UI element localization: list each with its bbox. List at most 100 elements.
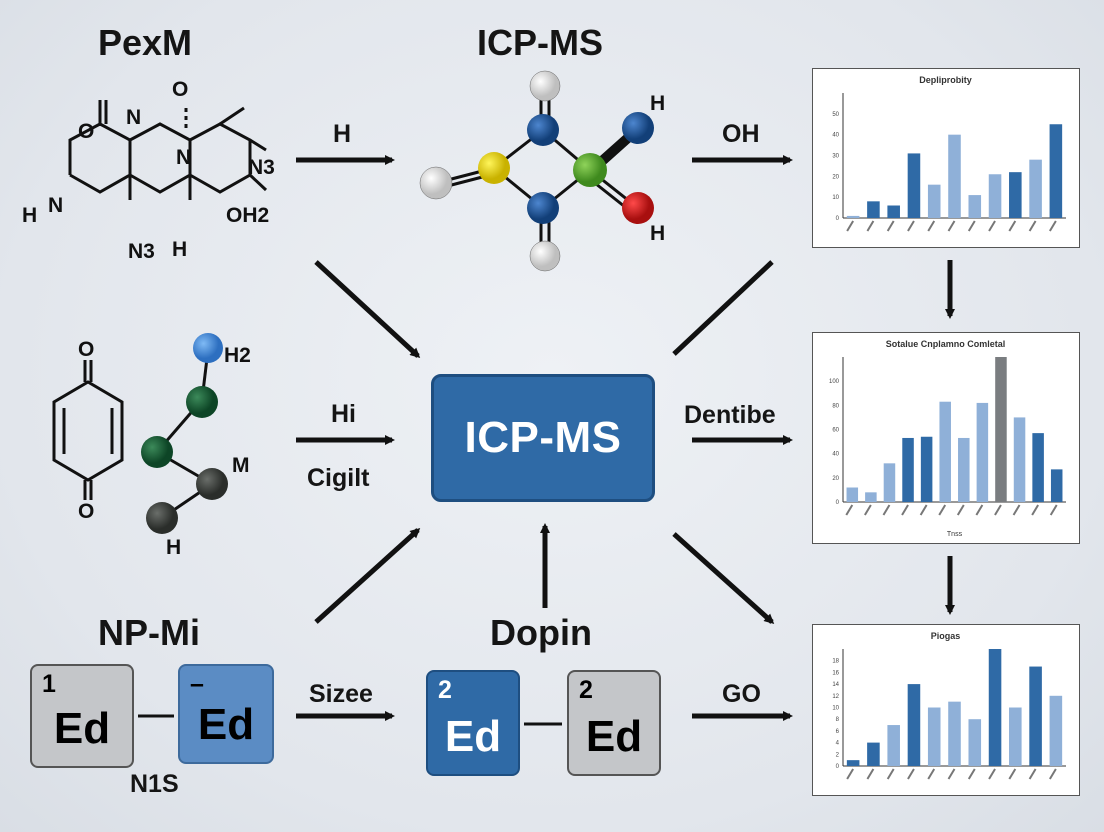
x-tick-mark: [886, 768, 895, 780]
atom-label: H: [650, 92, 665, 115]
atom-chain: H2 M H: [141, 333, 251, 559]
atom-label: N: [176, 146, 191, 169]
atom-label: O: [78, 338, 94, 361]
bar: [887, 205, 900, 218]
bar: [976, 402, 989, 502]
atom-label: M: [232, 454, 250, 477]
y-tick-label: 0: [836, 216, 840, 222]
x-tick-mark: [938, 504, 947, 516]
quinone-ring: O O: [52, 338, 124, 523]
x-tick-mark: [919, 504, 928, 516]
bar: [883, 463, 896, 502]
y-tick-label: 50: [832, 112, 839, 118]
atom-label: N: [126, 106, 141, 129]
bar: [948, 701, 961, 766]
x-tick-mark: [846, 220, 854, 232]
bar: [1029, 159, 1042, 218]
x-tick-mark: [1049, 768, 1057, 780]
element-caption: N1S: [130, 770, 179, 798]
x-tick-mark: [1028, 220, 1037, 232]
x-tick-mark: [967, 220, 976, 232]
x-tick-mark: [907, 220, 915, 232]
chart-title: Piogas: [931, 631, 961, 641]
bar: [867, 201, 880, 218]
x-tick-mark: [947, 220, 956, 232]
element-tile-1-number: 1: [42, 670, 56, 698]
bar: [995, 357, 1007, 502]
bar: [1049, 124, 1063, 218]
title-icpms: ICP-MS: [477, 22, 603, 63]
x-tick-mark: [845, 504, 854, 516]
bar: [1049, 695, 1063, 766]
y-tick-label: 18: [832, 659, 839, 665]
x-tick-mark: [864, 504, 872, 516]
x-tick-mark: [967, 768, 976, 780]
chart-title: Depliprobity: [919, 75, 972, 85]
bar: [846, 215, 860, 218]
element-tile-1-symbol: Ed: [53, 704, 111, 753]
arrow-label-oh: OH: [722, 120, 760, 148]
arrow-label-h: H: [333, 120, 352, 148]
bar: [988, 649, 1002, 766]
y-tick-label: 10: [832, 195, 839, 201]
x-tick-mark: [866, 768, 875, 780]
icpms-hub-box: ICP-MS: [431, 374, 655, 502]
atom-label: H: [166, 536, 181, 559]
icpms-hub-label: ICP-MS: [464, 413, 622, 462]
bar: [887, 725, 900, 766]
x-tick-mark: [927, 220, 936, 232]
atom-label: O: [78, 120, 94, 143]
x-tick-mark: [1008, 768, 1017, 780]
y-tick-label: 30: [832, 154, 839, 160]
x-tick-mark: [886, 220, 895, 232]
y-tick-label: 80: [832, 403, 839, 409]
title-pexm: PexM: [98, 22, 193, 63]
y-tick-label: 6: [836, 729, 840, 735]
bar: [988, 174, 1002, 218]
bar: [1032, 433, 1044, 502]
chart-title: Sotalue Cnplamno Comletal: [886, 339, 1006, 349]
x-tick-mark: [988, 220, 996, 232]
line-chart1-to-hub: [672, 260, 774, 356]
bar: [1029, 666, 1042, 766]
x-tick-mark: [846, 768, 854, 780]
element-tile-2-symbol: Ed: [197, 700, 255, 749]
atom-label: OH2: [226, 204, 269, 227]
y-tick-label: 60: [832, 428, 839, 434]
y-tick-label: 4: [836, 741, 840, 747]
chart-2-svg: Sotalue Cnplamno Comletal020406080100Tns…: [829, 339, 1066, 538]
y-tick-label: 10: [832, 706, 839, 712]
y-tick-label: 0: [836, 764, 840, 770]
bar: [867, 742, 880, 766]
element-tile-1: 1 Ed: [30, 664, 134, 768]
title-npmi: NP-Mi: [98, 612, 200, 653]
element-tile-4-number: 2: [579, 676, 593, 704]
bar: [927, 707, 941, 766]
x-tick-mark: [1049, 220, 1057, 232]
y-tick-label: 0: [836, 500, 840, 506]
x-tick-mark: [1031, 504, 1039, 516]
x-tick-mark: [994, 504, 1002, 516]
bar: [907, 153, 921, 218]
bar: [939, 401, 951, 502]
arrow-npmi-to-hub: [314, 527, 421, 624]
x-tick-mark: [927, 768, 936, 780]
y-tick-label: 40: [832, 452, 839, 458]
bar: [968, 195, 982, 218]
ball-and-stick-molecule: H H: [419, 70, 665, 272]
bar: [1050, 469, 1063, 502]
x-tick-mark: [947, 768, 956, 780]
arrow-label-go: GO: [722, 680, 761, 708]
arrow-hub-to-chart3: [672, 532, 775, 625]
bar: [920, 436, 933, 502]
bar: [846, 760, 860, 766]
element-tile-2-number: –: [190, 670, 204, 698]
bar: [927, 184, 941, 218]
bar: [846, 487, 859, 502]
bar: [958, 437, 970, 502]
arrows: [296, 155, 955, 721]
